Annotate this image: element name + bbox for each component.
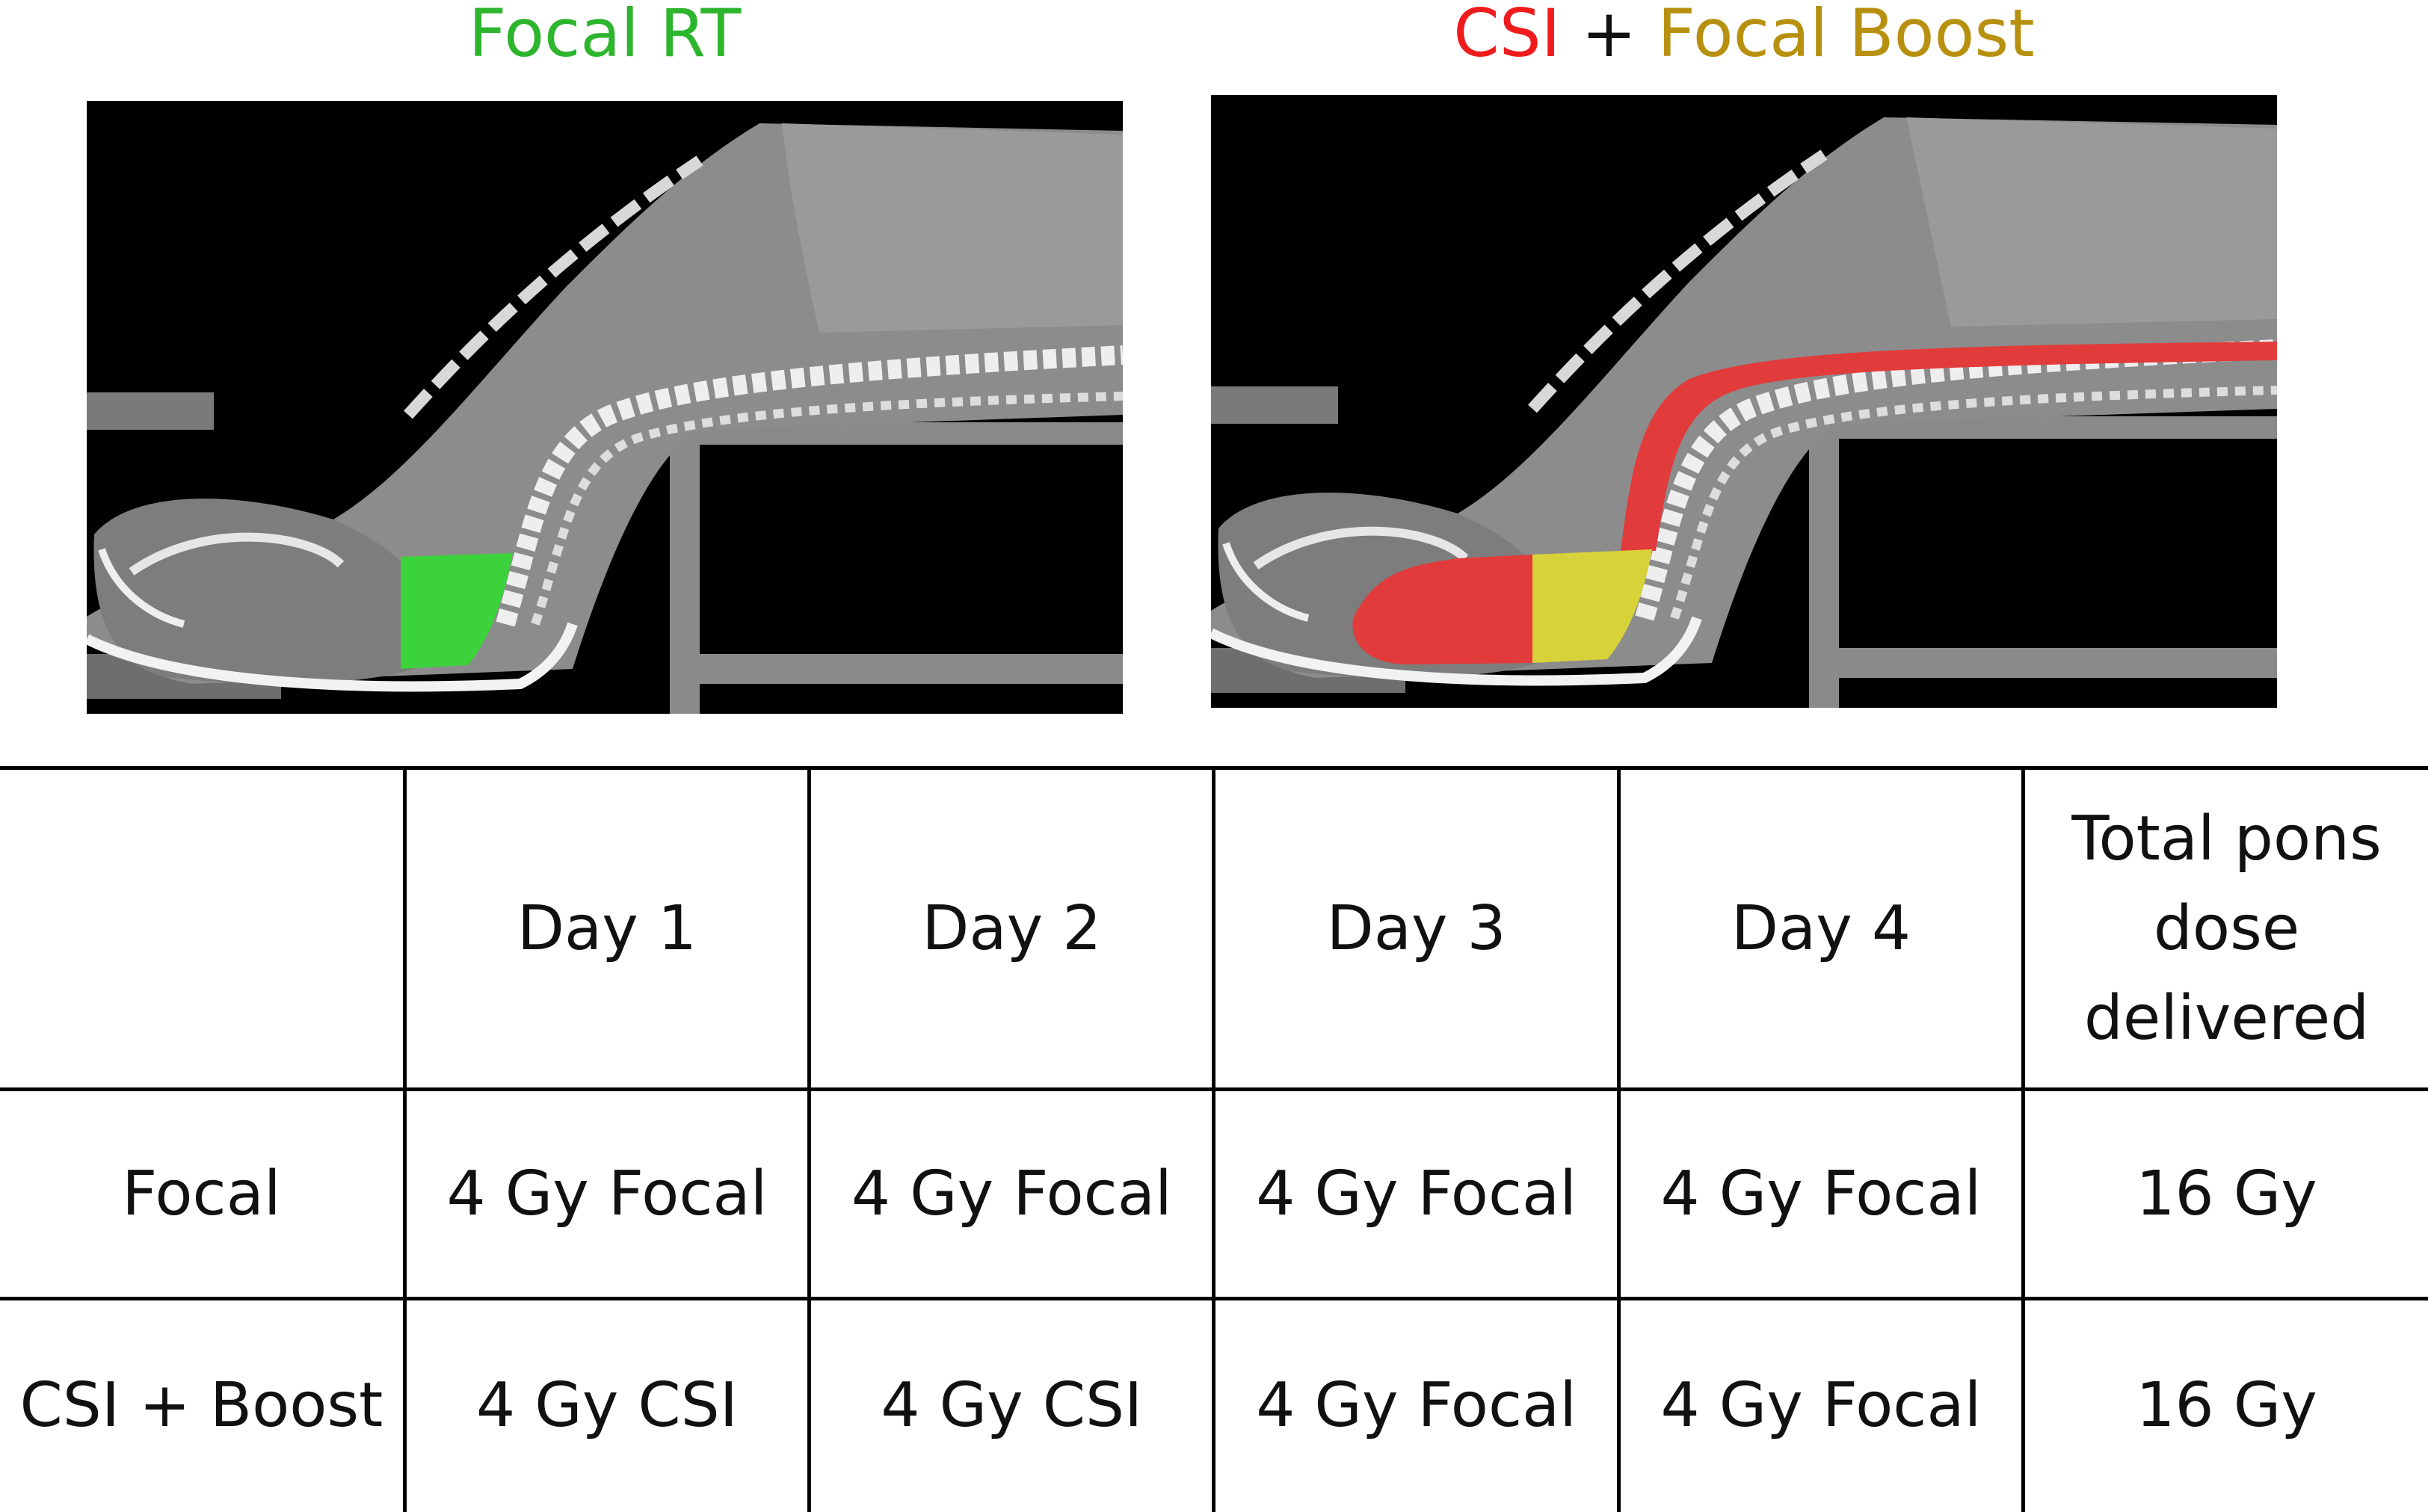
csi-boost-ct-image (1211, 95, 2277, 708)
table-cell: 4 Gy Focal (1212, 1087, 1621, 1300)
header-cell: Day 3 (1212, 766, 1621, 1091)
title-part: CSI (1453, 0, 1561, 72)
table-cell: 4 Gy Focal (1616, 1087, 2026, 1300)
table-cell: 16 Gy (2021, 1087, 2428, 1300)
dose-schedule-table: Day 1 Day 2 Day 3 Day 4 Total pons dose … (0, 766, 2428, 1512)
row-label: CSI + Boost (0, 1297, 407, 1512)
table-cell: 16 Gy (2021, 1297, 2428, 1512)
table-header-row: Day 1 Day 2 Day 3 Day 4 Total pons dose … (0, 766, 2428, 1091)
header-cell: Day 4 (1616, 766, 2026, 1091)
table-cell: 4 Gy Focal (402, 1087, 812, 1300)
ct-scan-illustration (1211, 117, 2277, 708)
table-cell: 4 Gy CSI (807, 1297, 1216, 1512)
focal-rt-panel-title: Focal RT (87, 0, 1123, 75)
title-part: Focal Boost (1657, 0, 2035, 72)
table-cell: 4 Gy Focal (1616, 1297, 2026, 1512)
header-cell (0, 766, 407, 1091)
row-label: Focal (0, 1087, 407, 1300)
ct-scan-illustration (87, 123, 1123, 714)
title-part: Focal RT (468, 0, 742, 72)
header-cell: Day 1 (402, 766, 812, 1091)
table-row: CSI + Boost 4 Gy CSI 4 Gy CSI 4 Gy Focal… (0, 1297, 2428, 1512)
header-cell: Total pons dose delivered (2021, 766, 2428, 1091)
table-row: Focal 4 Gy Focal 4 Gy Focal 4 Gy Focal 4… (0, 1087, 2428, 1300)
csi-boost-panel-title: CSI + Focal Boost (1211, 0, 2277, 75)
header-cell: Day 2 (807, 766, 1216, 1091)
title-part: + (1560, 0, 1658, 72)
table-cell: 4 Gy Focal (1212, 1297, 1621, 1512)
table-cell: 4 Gy Focal (807, 1087, 1216, 1300)
focal-rt-ct-image (87, 101, 1123, 714)
table-cell: 4 Gy CSI (402, 1297, 812, 1512)
